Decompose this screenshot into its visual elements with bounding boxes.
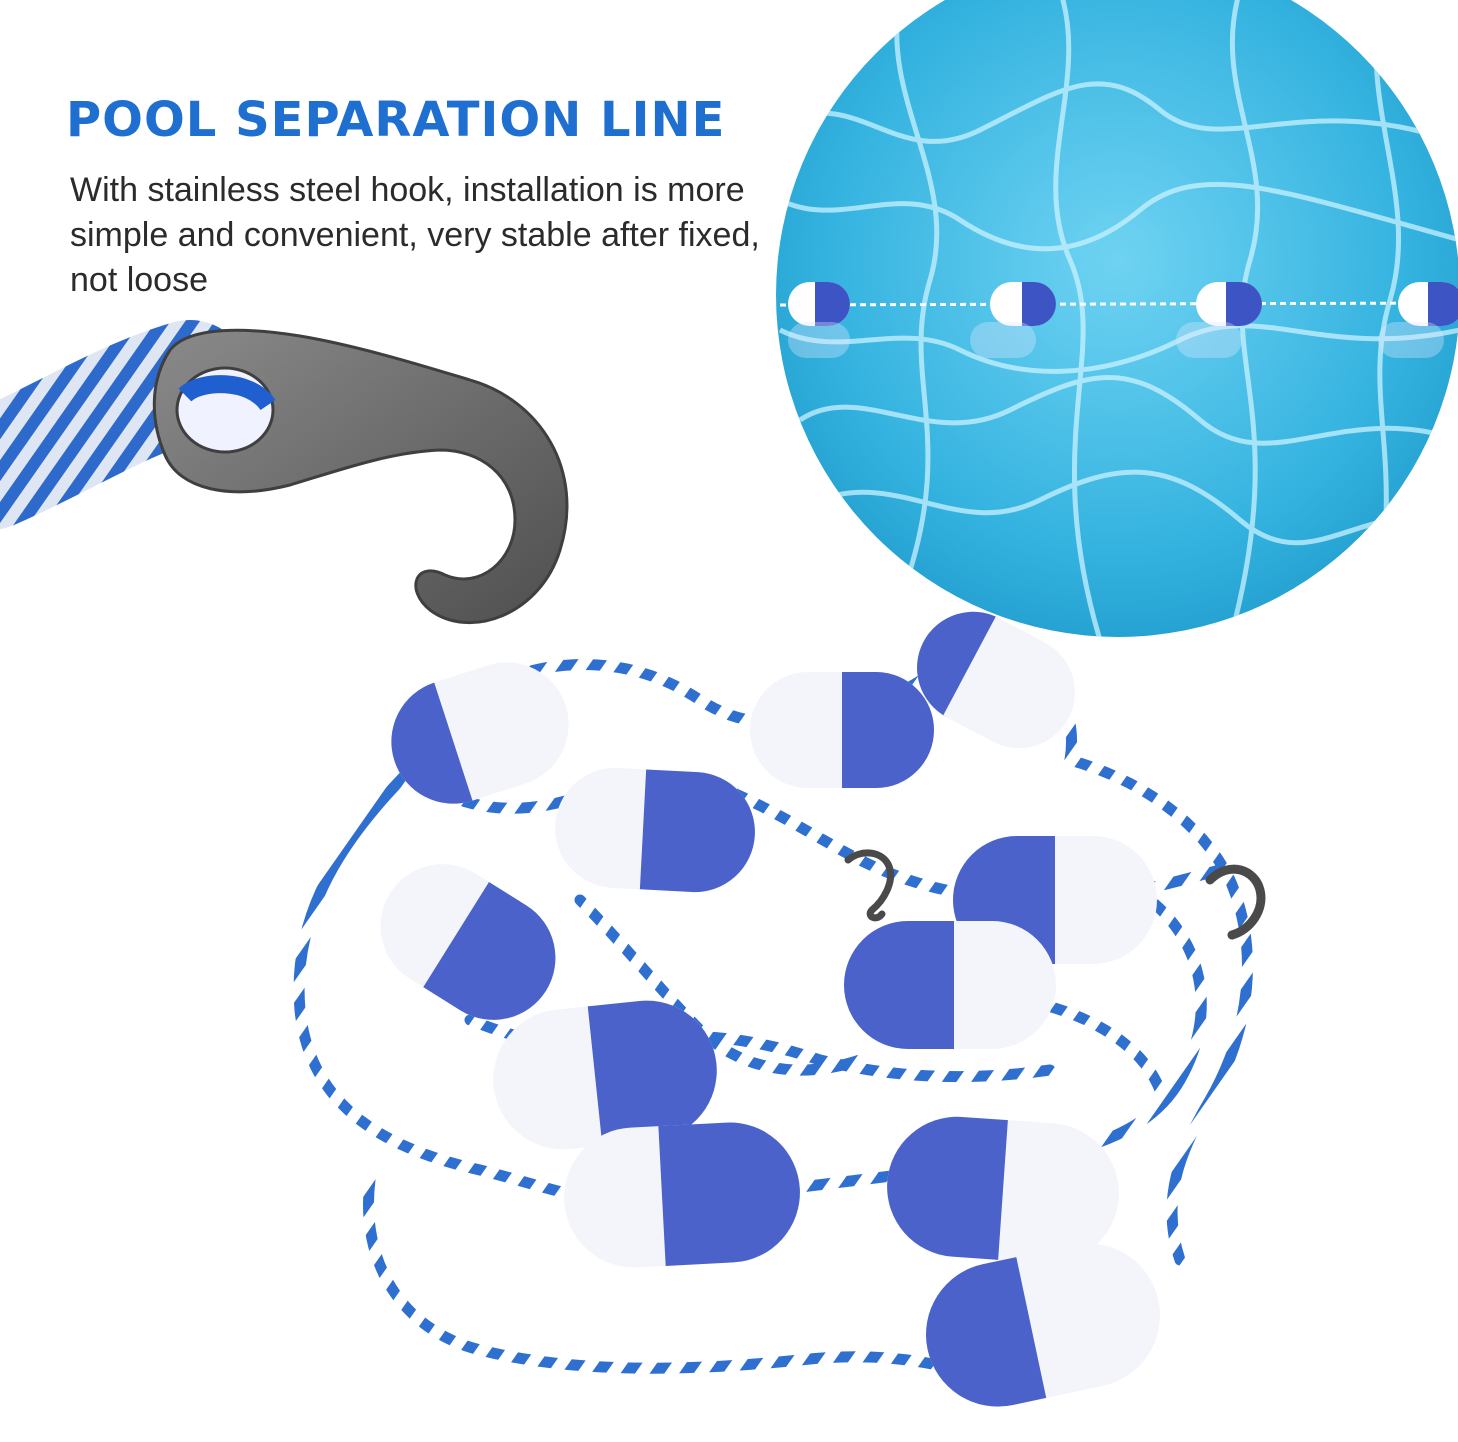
pool-float-3 bbox=[1196, 282, 1262, 326]
float-6 bbox=[380, 864, 556, 1020]
page-title: POOL SEPARATION LINE bbox=[66, 92, 726, 148]
float-2 bbox=[750, 672, 934, 788]
float-4 bbox=[555, 767, 755, 893]
pool-float-1 bbox=[788, 282, 850, 326]
float-7 bbox=[844, 921, 1056, 1049]
description-text: With stainless steel hook, installation … bbox=[70, 171, 760, 299]
pool-float-2 bbox=[990, 282, 1056, 326]
pool-water-circle bbox=[776, 0, 1458, 637]
float-11 bbox=[926, 1243, 1160, 1407]
pool-float-4 bbox=[1398, 282, 1458, 326]
float-3 bbox=[917, 611, 1075, 749]
hook-closeup bbox=[0, 320, 569, 625]
float-rope-coil bbox=[293, 611, 1266, 1407]
float-8 bbox=[493, 1000, 717, 1150]
float-9 bbox=[564, 1122, 800, 1268]
float-1 bbox=[391, 662, 569, 804]
float-10 bbox=[887, 1116, 1119, 1264]
